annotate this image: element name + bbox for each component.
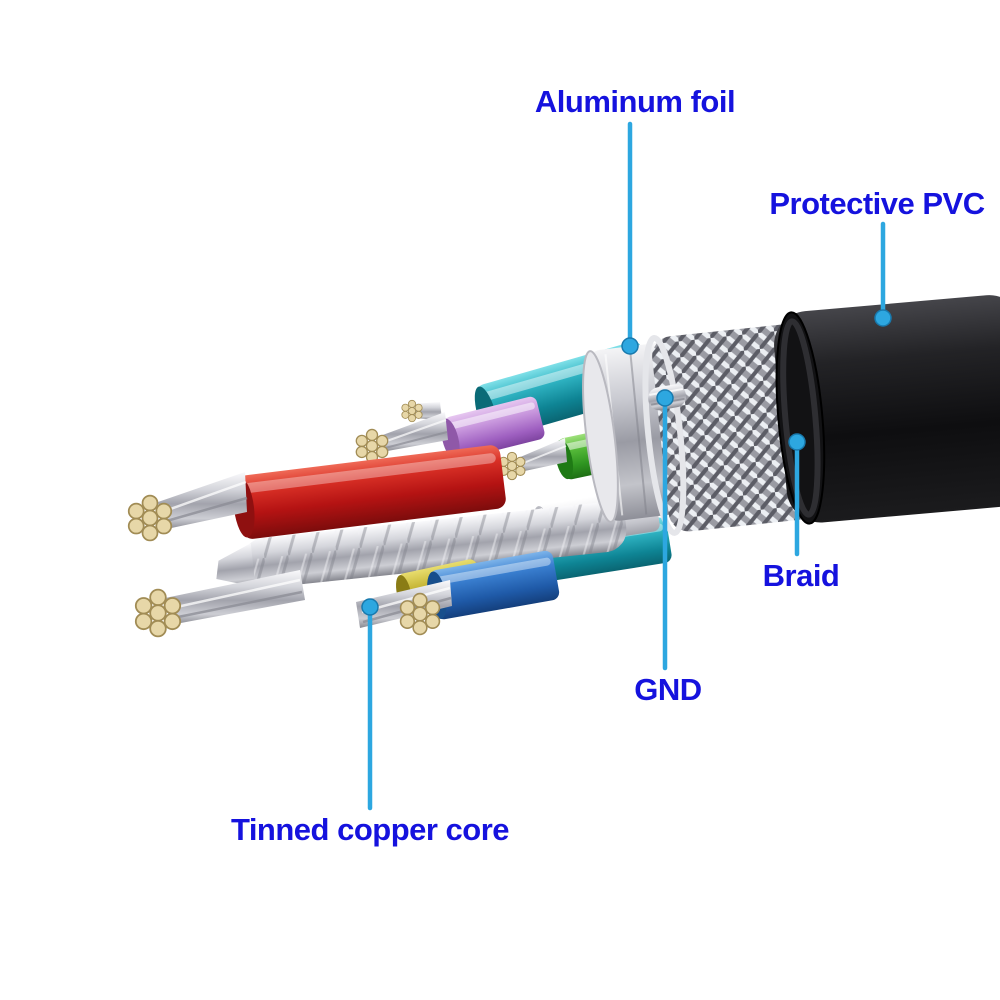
tinned-copper-core-conductor (216, 502, 627, 588)
copper-tip-violet (355, 428, 389, 464)
leader-aluminum-foil (621, 121, 639, 355)
leader-braid (788, 433, 806, 557)
wire-tip-small (401, 399, 442, 423)
label-protective-pvc: Protective PVC (769, 186, 985, 221)
label-aluminum-foil: Aluminum foil (534, 84, 736, 119)
leader-tinned-copper-core (361, 598, 379, 811)
wire-violet (355, 396, 545, 464)
protective-pvc-jacket (774, 295, 1000, 525)
label-gnd: GND (634, 672, 702, 707)
label-tinned-copper-core: Tinned copper core (230, 812, 510, 847)
label-braid: Braid (762, 558, 840, 593)
leader-gnd (656, 389, 674, 671)
wire-red (127, 445, 506, 542)
strand-bundle-lower (134, 570, 305, 638)
leader-protective-pvc (874, 221, 892, 327)
